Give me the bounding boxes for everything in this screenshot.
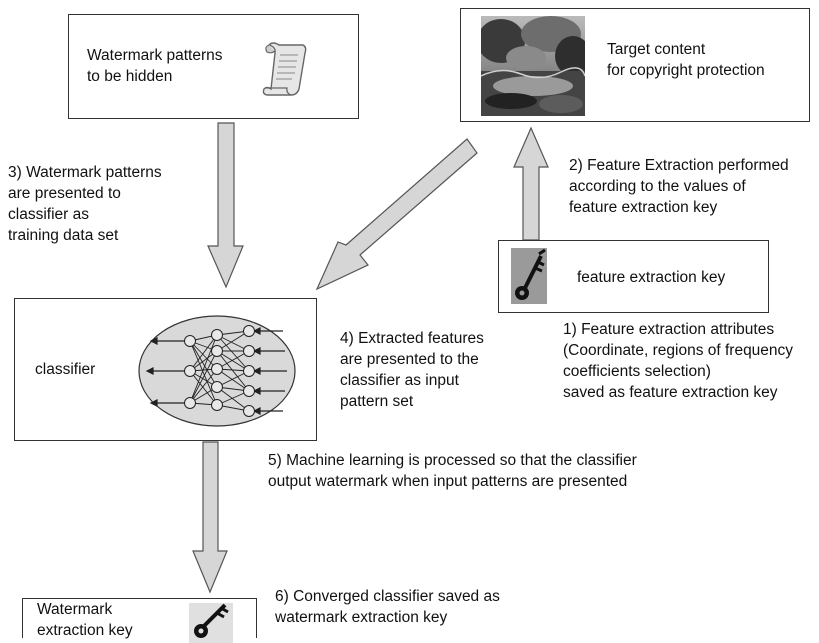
arrow-patterns-to-classifier [207, 122, 244, 289]
step6-text: 6) Converged classifier saved as waterma… [275, 588, 500, 626]
arrow-classifier-to-watermark-key [192, 441, 228, 594]
arrow-target-to-classifier [315, 138, 478, 291]
key-icon [189, 603, 233, 643]
watermark-patterns-label: Watermark patterns to be hidden [87, 47, 223, 85]
arrow-key-to-target [513, 126, 549, 241]
watermark-patterns-box: Watermark patterns to be hidden [68, 14, 359, 119]
step3-text: 3) Watermark patterns are presented to c… [8, 164, 162, 244]
step2-text: 2) Feature Extraction performed accordin… [569, 157, 789, 216]
classifier-label: classifier [35, 361, 96, 378]
target-content-box: Target content for copyright protection [460, 8, 810, 122]
target-content-label: Target content for copyright protection [607, 41, 765, 79]
landscape-photo [481, 16, 585, 116]
watermark-key-label: Watermark extraction key [37, 601, 133, 639]
feature-key-label: feature extraction key [577, 269, 726, 286]
key-icon [511, 248, 547, 304]
neural-network-icon [138, 315, 296, 427]
scroll-icon [262, 42, 307, 96]
flow-arrows [192, 122, 549, 594]
step4-text: 4) Extracted features are presented to t… [340, 330, 484, 410]
feature-key-box: feature extraction key [498, 240, 769, 313]
step5-text: 5) Machine learning is processed so that… [268, 452, 637, 490]
watermark-key-box: Watermark extraction key [22, 598, 257, 643]
classifier-box: classifier [14, 298, 317, 441]
step1-text: 1) Feature extraction attributes (Coordi… [563, 321, 794, 401]
